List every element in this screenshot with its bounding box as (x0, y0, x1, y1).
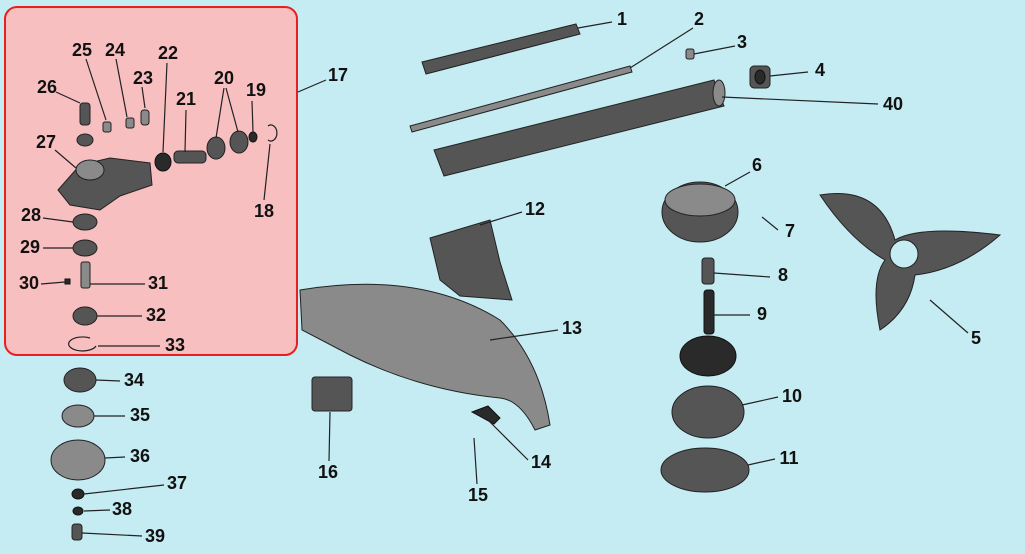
label-38: 38 (112, 499, 132, 519)
label-21: 21 (176, 89, 196, 109)
leader-line (83, 509, 111, 512)
label-40: 40 (883, 94, 903, 114)
leader-line (104, 456, 126, 459)
label-17: 17 (328, 65, 348, 85)
label-8: 8 (778, 265, 788, 285)
leader-line (85, 58, 107, 121)
spring (703, 289, 715, 335)
label-34: 34 (124, 370, 144, 390)
handle-clamp (429, 219, 513, 301)
label-31: 31 (148, 273, 168, 293)
leader-line (225, 87, 239, 133)
label-29: 29 (20, 237, 40, 257)
shaft-nut (749, 65, 771, 89)
leader-line (761, 216, 779, 231)
three-tooth-blade (819, 193, 1002, 331)
leader-line (328, 411, 331, 462)
leader-line (251, 100, 254, 133)
drive-shaft-tube (421, 23, 581, 75)
label-4: 4 (815, 60, 825, 80)
label-12: 12 (525, 199, 545, 219)
label-24: 24 (105, 40, 125, 60)
leader-line (473, 437, 478, 485)
flexible-drive-shaft (409, 65, 633, 133)
label-15: 15 (468, 485, 488, 505)
label-33: 33 (165, 335, 185, 355)
leader-line (83, 484, 165, 495)
leader-line (95, 379, 121, 382)
label-13: 13 (562, 318, 582, 338)
label-25: 25 (72, 40, 92, 60)
spindle-parts (50, 367, 106, 541)
label-30: 30 (19, 273, 39, 293)
leader-line (479, 211, 523, 226)
label-39: 39 (145, 526, 165, 546)
label-22: 22 (158, 43, 178, 63)
leader-line (184, 109, 187, 153)
leader-line (297, 79, 327, 93)
label-16: 16 (318, 462, 338, 482)
bolt (701, 257, 715, 285)
leader-line (629, 27, 694, 69)
label-28: 28 (21, 205, 41, 225)
leader-line (769, 71, 809, 77)
leader-line (42, 217, 74, 223)
leader-line (747, 458, 776, 466)
leader-line (929, 299, 969, 334)
label-6: 6 (752, 155, 762, 175)
label-7: 7 (785, 221, 795, 241)
label-35: 35 (130, 405, 150, 425)
leader-line (115, 58, 128, 118)
label-26: 26 (37, 77, 57, 97)
shaft-key (685, 48, 695, 60)
leader-line (81, 532, 143, 537)
leader-line (141, 86, 146, 109)
leader-line (263, 143, 271, 201)
label-1: 1 (617, 9, 627, 29)
leader-line (741, 396, 779, 406)
label-27: 27 (36, 132, 56, 152)
spool (671, 385, 745, 439)
label-23: 23 (133, 68, 153, 88)
guard-bracket (311, 376, 353, 412)
leader-line (54, 149, 77, 169)
label-10: 10 (782, 386, 802, 406)
label-2: 2 (694, 9, 704, 29)
label-9: 9 (757, 304, 767, 324)
spool-base (660, 447, 750, 493)
main-tube (433, 79, 726, 177)
line-cutter-blade (470, 405, 501, 425)
leader-line (487, 419, 529, 461)
gear-head-parts (57, 102, 278, 352)
label-11: 11 (779, 448, 798, 468)
leader-line (215, 87, 225, 139)
label-32: 32 (146, 305, 166, 325)
leader-line (162, 62, 168, 153)
leader-line (40, 281, 66, 285)
leader-line (721, 96, 879, 105)
label-36: 36 (130, 446, 150, 466)
spool-ring (679, 335, 737, 377)
leader-line (713, 272, 771, 278)
leader-line (489, 329, 559, 341)
label-19: 19 (246, 80, 266, 100)
label-18: 18 (254, 201, 274, 221)
trimmer-cap (661, 181, 739, 243)
label-5: 5 (971, 328, 981, 348)
label-37: 37 (167, 473, 187, 493)
label-20: 20 (214, 68, 234, 88)
leader-line (55, 91, 81, 104)
blade-guard (299, 283, 551, 431)
label-3: 3 (737, 32, 747, 52)
leader-lines (40, 21, 969, 537)
label-14: 14 (531, 452, 551, 472)
leader-line (577, 21, 613, 29)
leader-line (693, 45, 736, 55)
leader-line (724, 171, 751, 187)
